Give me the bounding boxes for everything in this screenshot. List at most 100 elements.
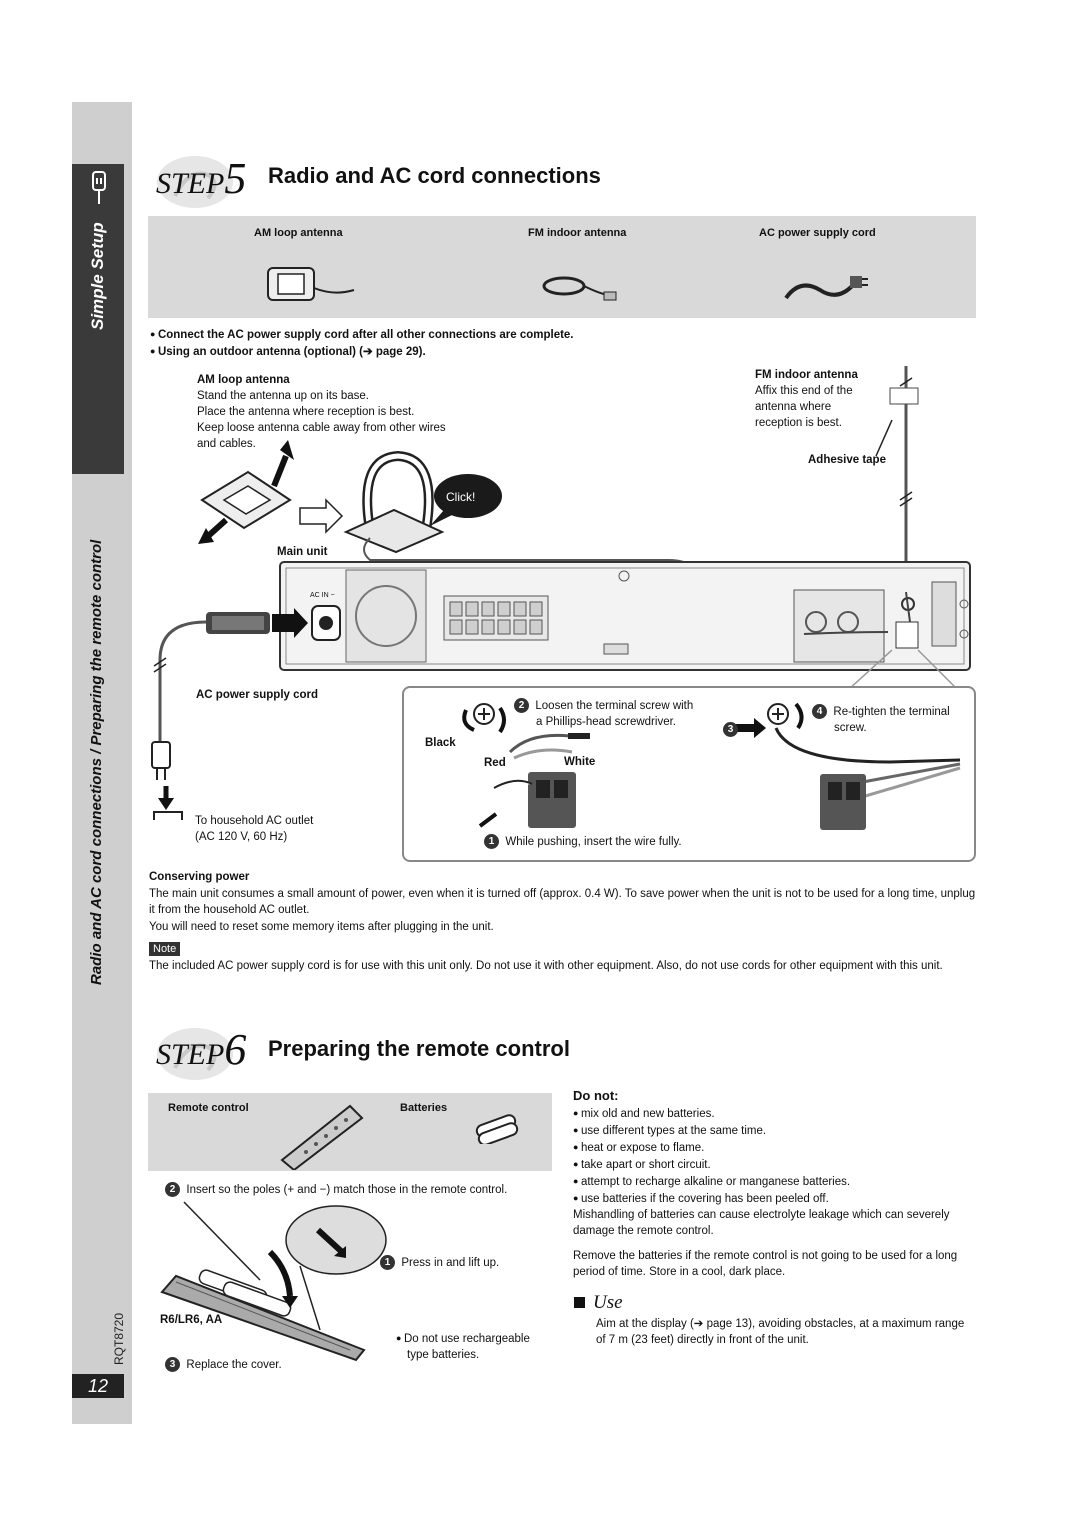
outlet-line-2: (AC 120 V, 60 Hz)	[195, 831, 288, 843]
outlet-instructions: To household AC outlet (AC 120 V, 60 Hz)	[195, 813, 375, 845]
wire-white-label: White	[564, 756, 596, 768]
am-antenna-heading: AM loop antenna	[197, 374, 290, 386]
step5-bullets: Connect the AC power supply cord after a…	[150, 326, 970, 360]
inset-step1: 1 While pushing, insert the wire fully.	[484, 834, 682, 850]
step6-word: STEP	[156, 1038, 225, 1071]
model-code: RQT8720	[112, 1312, 126, 1365]
inset-step1-text: While pushing, insert the wire fully.	[505, 836, 682, 848]
am-line-4: and cables.	[197, 438, 256, 450]
use-square-icon	[574, 1297, 585, 1308]
section-vertical-title: Radio and AC cord connections / Preparin…	[88, 539, 105, 985]
remote-control-icon	[280, 1104, 364, 1170]
inset-step4-number: 4	[812, 704, 827, 720]
sidebar-tab	[72, 164, 124, 474]
am-line-3: Keep loose antenna cable away from other…	[197, 422, 446, 434]
remove-batteries-text: Remove the batteries if the remote contr…	[573, 1250, 958, 1278]
am-line-2: Place the antenna where reception is bes…	[197, 406, 415, 418]
connection-diagram	[151, 366, 971, 820]
conserving-power-text: The main unit consumes a small amount of…	[149, 887, 976, 917]
inset-step2-line-2: a Phillips-head screwdriver.	[536, 716, 676, 728]
wire-red-label: Red	[484, 757, 506, 769]
do-not-item: use batteries if the covering has been p…	[573, 1190, 973, 1207]
inset-step3-number: 3	[723, 722, 738, 737]
inset-step4-line-1: Re-tighten the terminal	[833, 706, 950, 718]
step6-step1-number: 1	[380, 1255, 395, 1271]
fm-line-3: reception is best.	[755, 417, 842, 429]
step5-number: 5	[224, 154, 247, 203]
step6-step1-text: Press in and lift up.	[401, 1257, 500, 1269]
terminal-inset-illustration	[462, 702, 961, 830]
step6-title: Preparing the remote control	[268, 1036, 570, 1061]
do-not-list: mix old and new batteries. use different…	[573, 1105, 973, 1207]
fm-line-1: Affix this end of the	[755, 385, 853, 397]
step6-step3-number: 3	[165, 1357, 180, 1373]
inset-step4: 4 Re-tighten the terminal screw.	[812, 704, 972, 736]
click-bubble-text: Click!	[446, 490, 476, 504]
do-not-heading: Do not:	[573, 1088, 619, 1103]
outlet-line-1: To household AC outlet	[195, 815, 314, 827]
use-heading-row: Use	[574, 1292, 623, 1314]
fm-indoor-antenna-icon	[542, 276, 617, 301]
mishandling-text: Mishandling of batteries can cause elect…	[573, 1209, 950, 1237]
use-text: Aim at the display (➔ page 13), avoiding…	[596, 1318, 965, 1346]
accessory-am-label: AM loop antenna	[254, 227, 343, 239]
fm-antenna-instructions: FM indoor antenna Affix this end of the …	[755, 367, 885, 431]
bullet-connect-last: Connect the AC power supply cord after a…	[150, 326, 970, 343]
remote-battery-diagram	[160, 1201, 387, 1362]
plug-icon	[92, 171, 106, 204]
terminal-inset	[402, 686, 976, 862]
am-line-1: Stand the antenna up on its base.	[197, 390, 369, 402]
ac-cord-label: AC power supply cord	[196, 689, 319, 701]
reset-memory-text: You will need to reset some memory items…	[149, 920, 494, 933]
accessory-batteries-label: Batteries	[400, 1102, 448, 1114]
conserving-power-heading: Conserving power	[149, 871, 250, 883]
wire-black-label: Black	[425, 737, 456, 749]
inset-step2-line-1: Loosen the terminal screw with	[535, 700, 694, 712]
step6-hand-icon	[157, 1028, 233, 1080]
ac-in-label: AC IN ~	[310, 592, 335, 599]
am-antenna-upright	[343, 450, 445, 554]
do-not-item: use different types at the same time.	[573, 1122, 973, 1139]
do-not-section: Do not: mix old and new batteries. use d…	[573, 1088, 973, 1280]
batteries-icon	[475, 1114, 519, 1144]
step6-step2-number: 2	[165, 1182, 180, 1198]
step5-heading: STEP5	[156, 153, 246, 204]
step5-hand-icon	[157, 156, 233, 208]
am-loop-antenna-icon	[267, 267, 355, 301]
step5-word: STEP	[156, 167, 225, 200]
conserving-power-section: Conserving power The main unit consumes …	[149, 869, 977, 974]
no-rechargeable-line-1: Do not use rechargeable	[396, 1330, 556, 1347]
bullet-outdoor-antenna: Using an outdoor antenna (optional) (➔ p…	[150, 343, 970, 360]
step6-step2-text: Insert so the poles (+ and −) match thos…	[186, 1184, 508, 1196]
main-unit-back-panel	[279, 561, 971, 671]
ac-power-cord-icon	[784, 276, 868, 300]
am-antenna-instructions: AM loop antenna Stand the antenna up on …	[197, 372, 497, 452]
battery-type-label: R6/LR6, AA	[160, 1314, 223, 1326]
step6-press-lift: 1 Press in and lift up.	[380, 1255, 499, 1271]
fm-line-2: antenna where	[755, 401, 832, 413]
step6-insert-instruction: 2 Insert so the poles (+ and −) match th…	[165, 1182, 555, 1198]
do-not-item: mix old and new batteries.	[573, 1105, 973, 1122]
step6-replace-cover: 3 Replace the cover.	[165, 1357, 282, 1373]
do-not-item: heat or expose to flame.	[573, 1139, 973, 1156]
fm-antenna-heading: FM indoor antenna	[755, 369, 858, 381]
accessory-remote-label: Remote control	[168, 1102, 249, 1114]
do-not-item: take apart or short circuit.	[573, 1156, 973, 1173]
step6-heading: STEP6	[156, 1024, 246, 1075]
accessory-ac-label: AC power supply cord	[759, 227, 876, 239]
inset-step2-number: 2	[514, 698, 529, 714]
no-rechargeable-note: Do not use rechargeable type batteries.	[396, 1330, 556, 1363]
main-unit-label: Main unit	[277, 546, 328, 558]
ac-plug	[206, 608, 308, 638]
step6-step3-text: Replace the cover.	[186, 1359, 282, 1371]
inset-step4-line-2: screw.	[834, 722, 867, 734]
step5-title: Radio and AC cord connections	[268, 163, 601, 188]
do-not-item: attempt to recharge alkaline or manganes…	[573, 1173, 973, 1190]
step6-number: 6	[224, 1025, 247, 1074]
accessory-fm-label: FM indoor antenna	[528, 227, 627, 239]
simple-setup-label: Simple Setup	[88, 222, 107, 330]
note-text: The included AC power supply cord is for…	[149, 959, 943, 972]
adhesive-tape-label: Adhesive tape	[808, 454, 886, 466]
inset-step1-number: 1	[484, 834, 499, 850]
inset-step2: 2 Loosen the terminal screw with a Phill…	[514, 698, 724, 730]
